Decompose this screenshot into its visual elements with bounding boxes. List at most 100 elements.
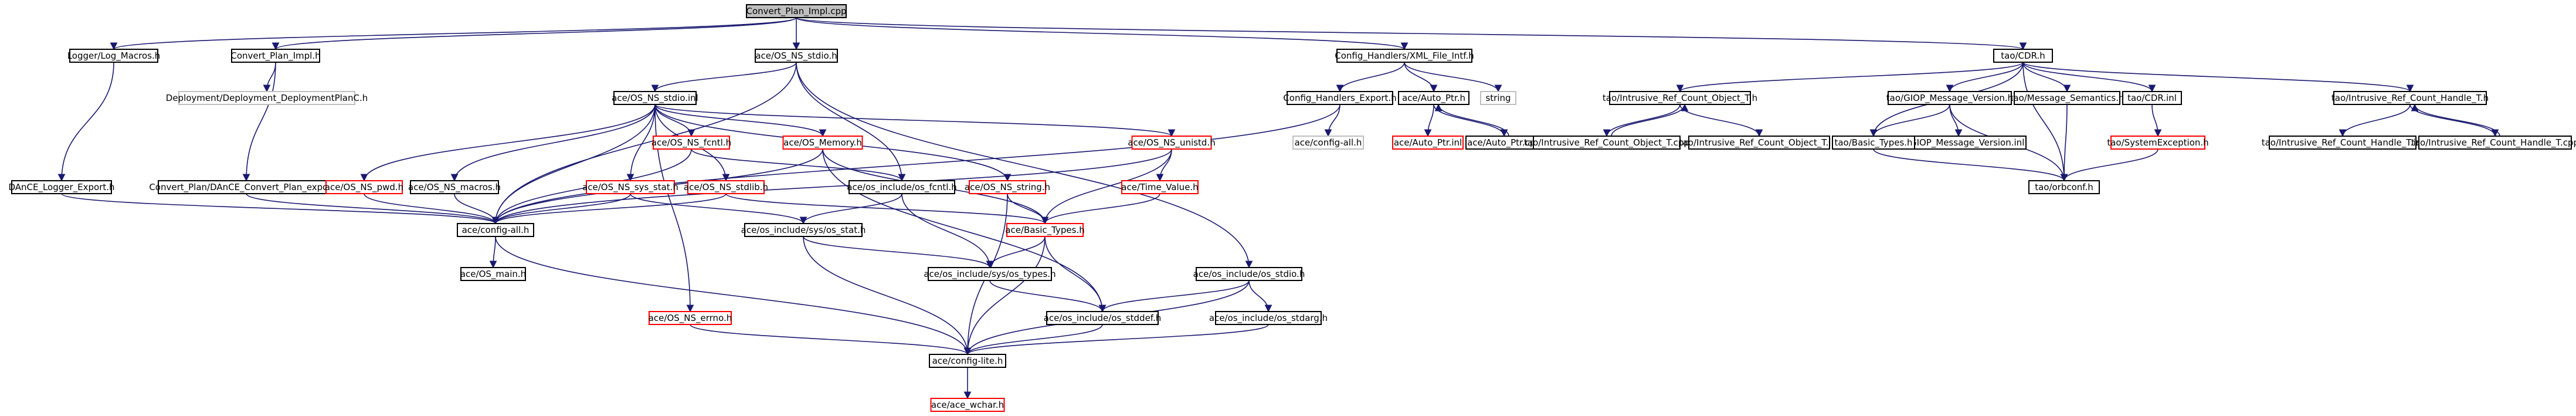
node-config-lite[interactable]: ace/config-lite.h [929, 354, 1006, 368]
node-os-include-fcntl[interactable]: ace/os_include/os_fcntl.h [847, 180, 957, 194]
node-os-ns-fcntl[interactable]: ace/OS_NS_fcntl.h [651, 136, 731, 150]
node-auto-ptr-h[interactable]: ace/Auto_Ptr.h [1398, 91, 1469, 105]
node-label: Convert_Plan/DAnCE_Convert_Plan_export.h [149, 182, 343, 193]
edge-os_include_sys_stat-to-os_include_sys_types [803, 236, 994, 269]
node-label: Convert_Plan_Impl.cpp [746, 6, 846, 17]
edge-os_ns_stdio_inl-to-os_memory [654, 104, 827, 137]
node-config-all[interactable]: ace/config-all.h [457, 223, 534, 237]
node-irc-handle-t-inl[interactable]: tao/Intrusive_Ref_Count_Handle_T.inl [2262, 136, 2424, 150]
node-irc-object-t-cpp[interactable]: tao/Intrusive_Ref_Count_Object_T.cpp [1524, 136, 1689, 150]
node-os-ns-string[interactable]: ace/OS_NS_string.h [965, 180, 1050, 194]
node-orbconf[interactable]: tao/orbconf.h [2028, 180, 2100, 194]
node-label: ace/os_include/os_stdarg.h [1209, 313, 1328, 324]
node-label: ace/config-lite.h [932, 356, 1003, 366]
node-irc-object-t-inl[interactable]: tao/Intrusive_Ref_Count_Object_T.inl [1679, 136, 1839, 150]
edge-xml_file_intf-to-auto_ptr_h [1404, 62, 1438, 93]
node-basic-types-ace[interactable]: ace/Basic_Types.h [1005, 223, 1085, 237]
node-label: ace/Auto_Ptr.cpp [1467, 137, 1541, 148]
node-convert-plan-impl-h[interactable]: Convert_Plan_Impl.h [230, 49, 321, 63]
node-logger-macros[interactable]: Logger/Log_Macros.h [67, 49, 161, 63]
node-os-main[interactable]: ace/OS_main.h [460, 267, 526, 281]
node-xml-file-intf[interactable]: Config_Handlers/XML_File_Intf.h [1335, 49, 1474, 63]
edge-root-to-convert_plan_impl_h [271, 17, 797, 50]
edge-os_include_stddef-to-config_lite [963, 324, 1103, 356]
node-os-ns-stdio-inl[interactable]: ace/OS_NS_stdio.inl [612, 91, 698, 105]
edge-xml_file_intf-to-config_handlers_export [1336, 62, 1405, 93]
node-label: ace/Auto_Ptr.h [1402, 93, 1465, 104]
node-giop-version-h[interactable]: tao/GIOP_Message_Version.h [1886, 91, 2013, 105]
node-os-ns-stdio-h[interactable]: ace/OS_NS_stdio.h [755, 49, 838, 63]
edge-os_ns_stdlib-to-config_all [491, 193, 727, 225]
node-label: Deployment/Deployment_DeploymentPlanC.h [166, 93, 368, 104]
node-string[interactable]: string [1480, 91, 1516, 105]
node-convert-plan-export[interactable]: Convert_Plan/DAnCE_Convert_Plan_export.h [149, 180, 344, 194]
edge-os_memory-to-os_include_stddef [822, 148, 1107, 313]
node-os-ns-macros[interactable]: ace/OS_NS_macros.h [408, 180, 501, 194]
edge-system_exception-to-orbconf [2060, 148, 2158, 182]
node-root[interactable]: Convert_Plan_Impl.cpp [746, 4, 847, 18]
node-os-include-stddef[interactable]: ace/os_include/os_stddef.h [1044, 311, 1162, 325]
node-deployment-planc[interactable]: Deployment/Deployment_DeploymentPlanC.h [166, 91, 368, 105]
edge-irc_object_t_cpp-to-irc_object_t_h [1611, 103, 1689, 137]
node-message-semantics[interactable]: tao/Message_Semantics.h [2010, 91, 2124, 105]
edge-tao_cdr_inl-to-system_exception [2151, 104, 2162, 137]
node-irc-handle-t-cpp[interactable]: tao/Intrusive_Ref_Count_Handle_T.cpp [2411, 136, 2576, 150]
node-label: tao/Intrusive_Ref_Count_Object_T.h [1603, 93, 1757, 104]
node-os-memory[interactable]: ace/OS_Memory.h [782, 136, 863, 150]
node-os-ns-unistd[interactable]: ace/OS_NS_unistd.h [1128, 136, 1216, 150]
dependency-edges [57, 17, 2500, 400]
node-config-all-plain[interactable]: ace/config-all.h [1292, 136, 1364, 150]
node-giop-version-inl[interactable]: tao/GIOP_Message_Version.inl [1891, 136, 2027, 150]
node-label: string [1485, 93, 1511, 103]
edge-os_ns_stdlib-to-basic_types_ace [725, 193, 1049, 225]
node-system-exception[interactable]: tao/SystemException.h [2107, 136, 2209, 150]
edge-os_ns_stdio_h-to-os_include_stdio [796, 62, 1253, 269]
node-tao-cdr-inl[interactable]: tao/CDR.inl [2122, 91, 2182, 105]
edge-os_ns_stdio_inl-to-os_ns_fcntl [654, 104, 695, 137]
edge-os_ns_stdio_inl-to-os_ns_macros [450, 104, 656, 182]
node-auto-ptr-inl[interactable]: ace/Auto_Ptr.inl [1392, 136, 1464, 150]
node-os-include-stdarg[interactable]: ace/os_include/os_stdarg.h [1209, 311, 1328, 325]
edge-os_include_stdarg-to-config_lite [963, 324, 1269, 356]
edge-dance_logger_export-to-config_all [61, 193, 500, 225]
node-irc-object-t-h[interactable]: tao/Intrusive_Ref_Count_Object_T.h [1603, 91, 1757, 105]
node-label: ace/OS_Memory.h [783, 137, 862, 148]
node-tao-basic-types[interactable]: tao/Basic_Types.h [1832, 136, 1915, 150]
edge-auto_ptr_h-to-auto_ptr_cpp [1433, 104, 1508, 137]
node-label: ace/os_include/os_fcntl.h [847, 182, 956, 193]
node-ace-wchar[interactable]: ace/ace_wchar.h [930, 398, 1005, 412]
edge-os_ns_fcntl-to-os_include_fcntl [691, 148, 906, 182]
node-label: tao/CDR.inl [2127, 93, 2177, 103]
edge-xml_file_intf-to-string [1404, 62, 1502, 93]
node-os-ns-pwd[interactable]: ace/OS_NS_pwd.h [325, 180, 403, 194]
edge-tao_cdr_h-to-message_semantics [2022, 62, 2071, 93]
node-label: tao/GIOP_Message_Version.h [1886, 93, 2013, 104]
node-label: ace/Time_Value.h [1121, 182, 1198, 193]
node-label: DAnCE_Logger_Export.h [8, 182, 114, 193]
node-label: ace/OS_NS_sys_stat.h [582, 182, 678, 193]
node-label: tao/Intrusive_Ref_Count_Object_T.cpp [1524, 137, 1689, 148]
node-label: ace/os_include/sys/os_stat.h [741, 225, 866, 236]
node-label: Logger/Log_Macros.h [67, 50, 161, 62]
node-label: ace/Basic_Types.h [1005, 225, 1084, 236]
node-os-ns-errno[interactable]: ace/OS_NS_errno.h [649, 311, 732, 325]
node-dance-logger-export[interactable]: DAnCE_Logger_Export.h [8, 180, 115, 194]
node-os-ns-sys-stat[interactable]: ace/OS_NS_sys_stat.h [582, 180, 678, 194]
node-tao-cdr-h[interactable]: tao/CDR.h [1993, 49, 2053, 63]
node-config-handlers-export[interactable]: Config_Handlers_Export.h [1283, 91, 1397, 105]
node-label: Config_Handlers/XML_File_Intf.h [1335, 50, 1474, 62]
node-time-value[interactable]: ace/Time_Value.h [1121, 180, 1199, 194]
node-os-include-sys-types[interactable]: ace/os_include/sys/os_types.h [924, 267, 1056, 281]
edge-os_ns_errno-to-config_lite [690, 324, 972, 356]
node-os-include-stdio[interactable]: ace/os_include/os_stdio.h [1193, 267, 1305, 281]
node-os-ns-stdlib[interactable]: ace/OS_NS_stdlib.h [684, 180, 768, 194]
node-irc-handle-t-h[interactable]: tao/Intrusive_Ref_Count_Handle_T.h [2331, 91, 2489, 105]
edge-os_ns_stdio_h-to-os_include_fcntl [796, 62, 906, 182]
node-label: ace/OS_NS_errno.h [649, 313, 732, 324]
edge-os_ns_stdio_h-to-config_all [491, 62, 797, 225]
edge-giop_version_h-to-tao_basic_types [1869, 104, 1950, 137]
edge-os_ns_stdio_inl-to-config_all [491, 104, 656, 225]
edge-basic_types_ace-to-os_include_stddef [1044, 236, 1107, 313]
edge-root-to-xml_file_intf [796, 17, 1408, 50]
node-os-include-sys-stat[interactable]: ace/os_include/sys/os_stat.h [741, 223, 866, 237]
